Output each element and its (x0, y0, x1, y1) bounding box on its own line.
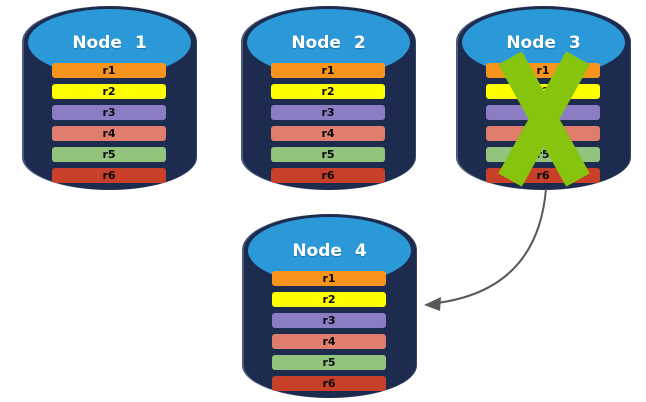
row-r4: r4 (486, 126, 600, 141)
row-r1: r1 (52, 63, 166, 78)
arrow-curve (427, 188, 547, 305)
node-cylinder-3: Node 3 r1 r2 r3 r4 r5 r6 (456, 6, 631, 190)
row-r6: r6 (271, 168, 385, 183)
row-r2: r2 (271, 84, 385, 99)
row-r2: r2 (486, 84, 600, 99)
arrow-head (424, 297, 441, 311)
row-r5: r5 (272, 355, 386, 370)
row-r4: r4 (271, 126, 385, 141)
row-r5: r5 (486, 147, 600, 162)
row-r3: r3 (272, 313, 386, 328)
row-r1: r1 (271, 63, 385, 78)
row-list: r1 r2 r3 r4 r5 r6 (52, 63, 166, 189)
row-list: r1 r2 r3 r4 r5 r6 (486, 63, 600, 189)
node-cylinder-2: Node 2 r1 r2 r3 r4 r5 r6 (241, 6, 416, 190)
row-list: r1 r2 r3 r4 r5 r6 (271, 63, 385, 189)
row-list: r1 r2 r3 r4 r5 r6 (272, 271, 386, 397)
row-r2: r2 (52, 84, 166, 99)
node-title: Node 2 (291, 32, 366, 53)
node-title: Node 1 (72, 32, 147, 53)
node-cylinder-4: Node 4 r1 r2 r3 r4 r5 r6 (242, 214, 417, 398)
row-r2: r2 (272, 292, 386, 307)
row-r6: r6 (486, 168, 600, 183)
row-r4: r4 (272, 334, 386, 349)
node-cylinder-1: Node 1 r1 r2 r3 r4 r5 r6 (22, 6, 197, 190)
row-r5: r5 (52, 147, 166, 162)
row-r1: r1 (272, 271, 386, 286)
row-r1: r1 (486, 63, 600, 78)
row-r4: r4 (52, 126, 166, 141)
node-title: Node 4 (292, 240, 367, 261)
row-r6: r6 (52, 168, 166, 183)
row-r3: r3 (486, 105, 600, 120)
row-r6: r6 (272, 376, 386, 391)
row-r5: r5 (271, 147, 385, 162)
node-title: Node 3 (506, 32, 581, 53)
row-r3: r3 (271, 105, 385, 120)
row-r3: r3 (52, 105, 166, 120)
